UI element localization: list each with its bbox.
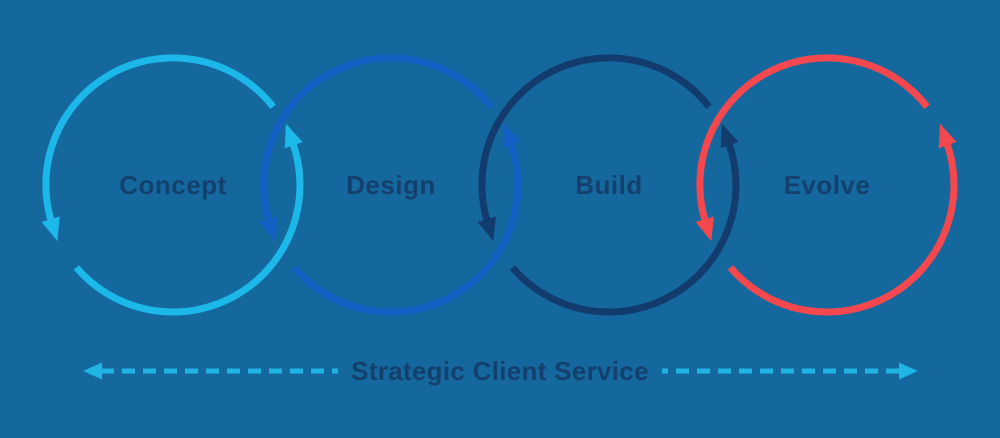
- service-axis: [83, 362, 918, 380]
- cycle-arrow-design: [259, 54, 522, 316]
- arrowhead-up-icon: [938, 123, 957, 149]
- cycle-bottom-arc: [291, 141, 522, 316]
- cycle-arrow-evolve: [695, 54, 958, 316]
- arrowhead-up-icon: [720, 123, 739, 149]
- arrowhead-up-icon: [284, 123, 303, 149]
- arrowhead-down-icon: [41, 216, 60, 242]
- arrowhead-down-icon: [477, 216, 496, 242]
- arrowhead-up-icon: [502, 123, 521, 149]
- stage-label-build: Build: [575, 170, 643, 200]
- stage-label-design: Design: [346, 170, 436, 200]
- cycle-top-arc: [42, 54, 276, 224]
- cycle-top-arc: [478, 54, 712, 224]
- cycle-arrow-build: [477, 54, 740, 316]
- arrowhead-down-icon: [259, 216, 278, 242]
- arrowhead-left-icon: [83, 362, 102, 380]
- cycle-bottom-arc: [727, 141, 958, 316]
- cycle-bottom-arc: [509, 141, 740, 316]
- cycle-bottom-arc: [73, 141, 304, 316]
- cycle-top-arc: [696, 54, 930, 224]
- cycle-arrow-concept: [41, 54, 304, 316]
- arrowhead-down-icon: [695, 216, 714, 242]
- footer-label: Strategic Client Service: [351, 356, 649, 386]
- arrowhead-right-icon: [899, 362, 918, 380]
- stage-label-evolve: Evolve: [783, 170, 871, 200]
- cycle-top-arc: [260, 54, 494, 224]
- stage-label-concept: Concept: [119, 170, 227, 200]
